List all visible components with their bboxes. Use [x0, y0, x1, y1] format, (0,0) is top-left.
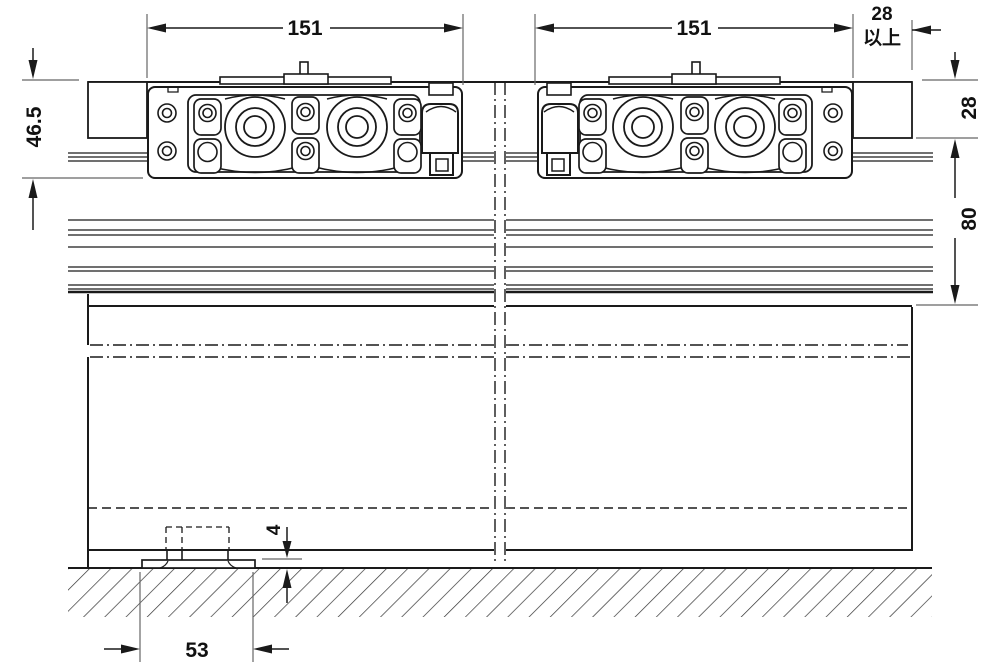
track-structure	[68, 81, 933, 294]
dim-label-80: 80	[958, 207, 981, 230]
dim-label-46-5: 46.5	[23, 106, 46, 147]
guide-base-plate	[141, 559, 256, 569]
door-centerlines	[494, 82, 506, 562]
dim-label-28min-value: 28	[871, 4, 892, 25]
wall-bracket-left	[87, 81, 148, 139]
floor-guide	[141, 526, 256, 569]
running-track	[68, 152, 933, 162]
extension-lines	[22, 14, 978, 662]
dim-label-4: 4	[264, 524, 285, 535]
roller-carriage-right	[537, 61, 853, 179]
roller-carriage-left	[147, 61, 463, 179]
dimensioning: 151 151 28 以上 46.5 28 80 4 53	[22, 4, 981, 662]
floor	[68, 567, 932, 617]
dimension-lines	[28, 23, 960, 654]
dim-label-151-left: 151	[287, 17, 322, 40]
dim-label-151-right: 151	[676, 17, 711, 40]
door-panels	[87, 82, 913, 568]
hidden-edge-lines	[90, 344, 910, 358]
dim-label-28min-suffix: 以上	[863, 27, 901, 49]
dim-label-28: 28	[958, 96, 981, 120]
guide-slot-hidden	[165, 526, 230, 550]
dim-label-53: 53	[185, 639, 208, 662]
floor-hatching	[68, 569, 932, 617]
track-fascia-profile	[68, 219, 933, 290]
wall-bracket-right	[852, 81, 913, 139]
